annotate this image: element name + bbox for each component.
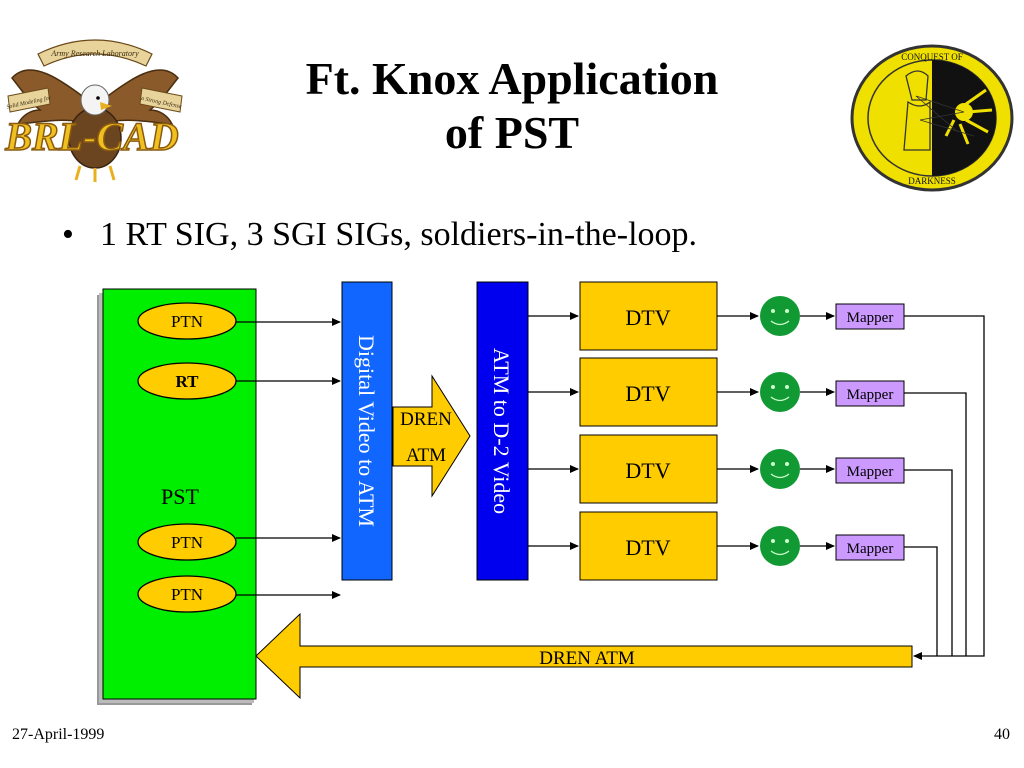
pst-node-label: PTN	[171, 585, 203, 604]
return-arrow-label: DREN ATM	[539, 648, 635, 669]
mapper-box: Mapper	[835, 303, 905, 330]
dtv-box: DTV	[579, 357, 718, 427]
pst-node: PTN	[137, 302, 237, 340]
title-line-2: of PST	[444, 107, 580, 158]
soldier-to-mapper-arrows	[800, 312, 835, 550]
pst-node: PTN	[137, 523, 237, 561]
dtv-label: DTV	[625, 305, 670, 330]
soldier-smiley-icon	[760, 296, 800, 336]
digital-video-to-atm-box: Digital Video to ATM	[341, 281, 393, 581]
mapper-label: Mapper	[847, 387, 894, 403]
seal-bottom-text: DARKNESS	[908, 176, 956, 186]
logo-top-text: Army Research Laboratory	[50, 49, 139, 58]
atm-to-dtv-arrows	[528, 312, 579, 550]
slide-title: Ft. Knox Application of PST	[0, 52, 1024, 160]
mapper-label: Mapper	[847, 464, 894, 480]
conquest-of-darkness-seal: CONQUEST OF DARKNESS	[850, 44, 1014, 192]
dtv-label: DTV	[625, 458, 670, 483]
pst-label: PST	[161, 484, 199, 509]
pst-block: PST	[97, 288, 257, 705]
mapper-box: Mapper	[835, 380, 905, 407]
dtv-box: DTV	[579, 434, 718, 504]
atm-to-d2-video-box: ATM to D-2 Video	[476, 281, 529, 581]
pst-node-label: PTN	[171, 533, 203, 552]
brl-cad-eagle-logo: Army Research Laboratory Solid Modeling …	[4, 39, 183, 182]
dtv-label: DTV	[625, 381, 670, 406]
mapper-box: Mapper	[835, 457, 905, 484]
dren-atm-forward-arrow: DREN ATM	[392, 374, 471, 498]
footer-date: 27-April-1999	[12, 726, 105, 743]
bullet-point: • 1 RT SIG, 3 SGI SIGs, soldiers-in-the-l…	[62, 216, 697, 254]
dtv-box: DTV	[579, 281, 718, 351]
mapper-label: Mapper	[847, 310, 894, 326]
seal-top-text: CONQUEST OF	[901, 52, 963, 62]
soldier-smiley-icon	[760, 526, 800, 566]
dtv-box: DTV	[579, 511, 718, 581]
dtv-to-soldier-arrows	[717, 312, 759, 550]
atm-d2-label: ATM to D-2 Video	[489, 348, 514, 514]
pst-node-label: PTN	[171, 312, 203, 331]
digital-video-label: Digital Video to ATM	[354, 335, 379, 527]
pst-node-rt: RT	[137, 362, 237, 400]
title-line-1: Ft. Knox Application	[305, 53, 719, 104]
mapper-box: Mapper	[835, 534, 905, 561]
soldier-smiley-icon	[760, 449, 800, 489]
bullet-text: 1 RT SIG, 3 SGI SIGs, soldiers-in-the-lo…	[100, 216, 698, 253]
pst-to-video-arrows	[236, 318, 341, 599]
dtv-label: DTV	[625, 535, 670, 560]
dren-atm-return-arrow: DREN ATM	[255, 612, 913, 700]
dren-arrow-label-2: ATM	[406, 445, 446, 466]
soldier-smiley-icon	[760, 372, 800, 412]
mapper-label: Mapper	[847, 541, 894, 557]
page-number: 40	[994, 726, 1010, 743]
bullet-icon: •	[62, 216, 74, 253]
pst-node: PTN	[137, 575, 237, 613]
pst-node-label: RT	[175, 372, 199, 391]
logo-main-text: BRL-CAD	[4, 114, 178, 159]
mapper-return-lines	[904, 315, 985, 660]
dren-arrow-label-1: DREN	[400, 409, 452, 430]
